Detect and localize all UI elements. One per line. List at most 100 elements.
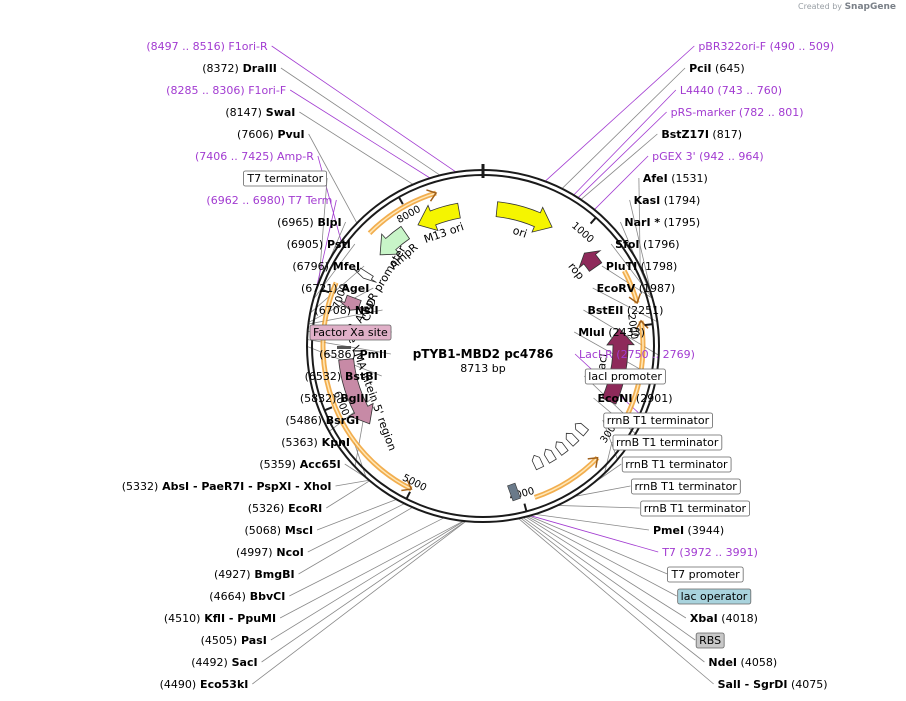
- label-part: NsiI: [351, 304, 378, 317]
- label-text: Factor Xa site: [313, 326, 388, 339]
- label-part: F1ori-R: [225, 40, 268, 53]
- leader-line: [309, 265, 365, 314]
- label-part: BlpI: [314, 216, 342, 229]
- label-prs-marker-782-801: pRS-marker (782 .. 801): [671, 106, 804, 119]
- label-6962-6980-t7-term: (6962 .. 6980) T7 Term: [206, 194, 332, 207]
- label-4490-eco53ki: (4490) Eco53kI: [160, 678, 249, 691]
- label-6586-pmli: (6586) PmlI: [319, 348, 387, 361]
- label-t7-terminator: T7 terminator: [243, 170, 327, 187]
- label-part: (7606): [237, 128, 274, 141]
- label-7606-pvui: (7606) PvuI: [237, 128, 305, 141]
- label-text: rrnB T1 terminator: [607, 414, 710, 427]
- label-part: MscI: [281, 524, 313, 537]
- label-text: (5832) BglII: [300, 392, 369, 405]
- label-part: (5363): [281, 436, 318, 449]
- label-text: MluI (2433): [578, 326, 645, 339]
- label-part: BsrGI: [322, 414, 359, 427]
- label-text: (6586) PmlI: [319, 348, 387, 361]
- label-part: Eco53kI: [196, 678, 248, 691]
- label-text: (4997) NcoI: [236, 546, 304, 559]
- label-bstz17i-817: BstZ17I (817): [661, 128, 742, 141]
- label-text: AfeI (1531): [643, 172, 708, 185]
- label-part: (4997): [236, 546, 273, 559]
- label-part: T7: [661, 546, 676, 559]
- leader-line: [271, 45, 457, 173]
- label-text: (8497 .. 8516) F1ori-R: [146, 40, 268, 53]
- label-part: BstBI: [341, 370, 378, 383]
- label-part: PluTI: [606, 260, 637, 273]
- label-8285-8306-f1ori-f: (8285 .. 8306) F1ori-F: [166, 84, 286, 97]
- terminator-arrow: [531, 454, 545, 471]
- orf-arc-inner: [534, 457, 599, 499]
- label-nari-1795: NarI * (1795): [624, 216, 700, 229]
- label-text: rrnB T1 terminator: [644, 502, 747, 515]
- label-box: [621, 456, 732, 473]
- leader-line: [318, 177, 328, 283]
- label-text: (5359) Acc65I: [259, 458, 340, 471]
- label-part: (8372): [202, 62, 239, 75]
- terminator-arrow: [565, 432, 580, 447]
- leader-line: [638, 177, 641, 267]
- label-part: (5486): [285, 414, 322, 427]
- label-part: AfeI: [643, 172, 668, 185]
- label-part: (4490): [160, 678, 197, 691]
- feature-label: lacI: [595, 353, 611, 374]
- label-text: rrnB T1 terminator: [616, 436, 719, 449]
- leader-line: [522, 517, 696, 641]
- label-lac-operator: lac operator: [677, 588, 752, 605]
- label-part: (1531): [668, 172, 708, 185]
- feature-arrow: [601, 327, 635, 405]
- leader-line: [261, 520, 467, 663]
- tick-label: 1000: [569, 220, 595, 245]
- leader-line: [592, 287, 658, 323]
- label-text: (6721) AgeI: [301, 282, 369, 295]
- label-sfoi-1796: SfoI (1796): [615, 238, 679, 251]
- orf-arc-inner: [322, 282, 412, 490]
- label-part: MfeI: [329, 260, 360, 273]
- credit-prefix: Created by: [798, 2, 843, 11]
- label-part: - PpuMI: [225, 612, 276, 625]
- label-8497-8516-f1ori-r: (8497 .. 8516) F1ori-R: [146, 40, 268, 53]
- leader-line: [312, 243, 356, 300]
- leader-line: [252, 520, 467, 685]
- label-pmei-3944: PmeI (3944): [653, 524, 724, 537]
- label-part: (6532): [305, 370, 342, 383]
- leader-line: [577, 111, 667, 199]
- terminator-arrow: [574, 422, 590, 437]
- leader-line: [530, 515, 659, 553]
- label-part: Factor Xa site: [313, 326, 388, 339]
- label-text: (4510) KflI - PpuMI: [164, 612, 276, 625]
- label-part: AbsI: [158, 480, 189, 493]
- leader-line: [534, 513, 650, 531]
- label-part: (490 .. 509): [766, 40, 834, 53]
- label-5359-acc65i: (5359) Acc65I: [259, 458, 340, 471]
- label-part: SacI: [228, 656, 258, 669]
- leader-line: [315, 199, 337, 292]
- label-t7-promoter: T7 promoter: [667, 566, 744, 583]
- tick-mark: [523, 503, 528, 512]
- leader-line: [544, 45, 695, 182]
- label-4997-ncoi: (4997) NcoI: [236, 546, 304, 559]
- label-text: EcoRV (1987): [597, 282, 676, 295]
- label-text: (5326) EcoRI: [248, 502, 323, 515]
- label-text: (5363) KpnI: [281, 436, 350, 449]
- tick-mark: [405, 491, 411, 500]
- label-part: PstI: [323, 238, 351, 251]
- backbone: [306, 164, 660, 523]
- label-text: (4490) Eco53kI: [160, 678, 249, 691]
- label-part: pRS-marker: [671, 106, 736, 119]
- label-6905-psti: (6905) PstI: [287, 238, 351, 251]
- label-part: (5326): [248, 502, 285, 515]
- label-ecorv-1987: EcoRV (1987): [597, 282, 676, 295]
- label-text: (7606) PvuI: [237, 128, 305, 141]
- feature-arrow: [338, 294, 365, 311]
- feature-rop: rop: [565, 250, 603, 282]
- label-part: BstZ17I: [661, 128, 709, 141]
- label-part: PmeI: [653, 524, 684, 537]
- label-text: lacI promoter: [588, 370, 662, 383]
- leader-line: [289, 89, 431, 179]
- label-text: PciI (645): [689, 62, 745, 75]
- label-part: (4664): [209, 590, 246, 603]
- label-part: (2901): [632, 392, 672, 405]
